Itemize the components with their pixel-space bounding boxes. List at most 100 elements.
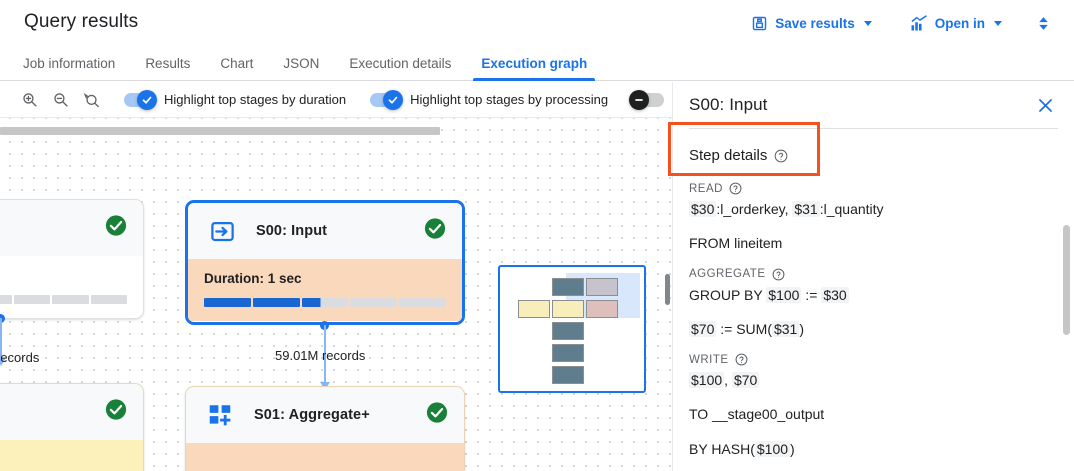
help-circle-icon[interactable]: [729, 182, 742, 195]
switch-track: [629, 89, 665, 110]
detail-label-text: AGGREGATE: [689, 268, 766, 281]
bar-seg: [52, 295, 89, 304]
detail-label-read: READ: [689, 182, 1058, 195]
graph-node-left-top[interactable]: [0, 199, 144, 319]
graph-node-left-bottom[interactable]: [0, 383, 144, 471]
detail-label-write: WRITE: [689, 353, 1058, 366]
zoom-out-icon[interactable]: [47, 87, 73, 113]
node-title: S01: Aggregate+: [254, 407, 370, 423]
switch-track: [370, 89, 404, 110]
tab-execution-graph[interactable]: Execution graph: [466, 57, 602, 81]
step-details-panel: S00: Input Step details: [672, 82, 1074, 471]
detail-line-sum: $70 := SUM($31): [689, 320, 805, 337]
bar-seg: [301, 298, 349, 307]
tab-chart[interactable]: Chart: [220, 56, 254, 71]
node-header: S00: Input: [188, 203, 462, 259]
header-actions: Save results Open in: [741, 0, 1060, 46]
edge-line: [323, 325, 326, 385]
graph-node-s00-input[interactable]: S00: Input Duration: 1 sec: [185, 200, 465, 325]
tab-bar: Job information Results Chart JSON Execu…: [0, 46, 1074, 81]
open-in-button[interactable]: Open in: [900, 8, 1012, 38]
detail-line-read-columns: $30:l_orderkey, $31:l_quantity: [689, 201, 884, 217]
bar-seg: [399, 298, 446, 307]
help-circle-icon[interactable]: [735, 353, 748, 366]
edge-label-left: records: [0, 350, 40, 365]
tab-results[interactable]: Results: [145, 56, 191, 71]
tab-execution-details[interactable]: Execution details: [349, 56, 452, 71]
success-check-icon: [426, 402, 448, 429]
minimap-node: [552, 278, 584, 296]
node-duration: Duration: 1 sec: [204, 271, 302, 286]
panel-divider: [689, 128, 1058, 129]
bar-seg: [252, 298, 300, 307]
switch-track: [124, 89, 157, 110]
minimap-node: [552, 322, 584, 340]
page-title: Query results: [24, 11, 139, 32]
node-duration: [0, 268, 127, 283]
node-duration-bar: [0, 295, 128, 304]
help-circle-icon[interactable]: [772, 268, 785, 281]
minimap-node: [518, 300, 550, 318]
minimap-node: [552, 366, 584, 384]
node-body: [186, 443, 464, 471]
edge-anchor-dot: [0, 314, 5, 323]
detail-line-write-to: TO __stage00_output: [689, 406, 825, 423]
node-header: [0, 384, 143, 440]
bar-seg: [13, 295, 51, 304]
toggle-third-option[interactable]: [629, 89, 672, 110]
bar-seg: [350, 298, 398, 307]
detail-line-read-from: FROM lineitem: [689, 235, 783, 252]
step-details-heading: Step details: [689, 129, 1058, 180]
save-results-button[interactable]: Save results: [741, 9, 882, 38]
edge-label-records: 59.01M records: [275, 348, 366, 363]
toggle-highlight-processing-label: Highlight top stages by processing: [410, 92, 609, 107]
node-header: [0, 200, 143, 256]
zoom-reset-icon[interactable]: [78, 87, 104, 113]
node-title: S00: Input: [256, 223, 328, 239]
save-disk-icon: [751, 15, 768, 32]
bar-seg: [204, 298, 251, 307]
execution-graph-minimap[interactable]: [498, 265, 646, 393]
close-x-icon[interactable]: [1032, 92, 1058, 118]
node-body: [0, 440, 143, 471]
tab-json[interactable]: JSON: [283, 56, 320, 71]
minimap-node: [586, 278, 618, 296]
graph-horizontal-scrollbar[interactable]: [0, 127, 440, 135]
success-check-icon: [424, 218, 446, 245]
node-body: Duration: 1 sec: [188, 259, 462, 321]
bar-seg: [0, 295, 12, 304]
node-header: S01: Aggregate+: [186, 387, 464, 443]
edge-line: [0, 318, 2, 360]
success-check-icon: [105, 215, 127, 242]
node-body: [0, 256, 143, 318]
panel-body: Step details READ: [673, 129, 1074, 459]
toggle-highlight-duration[interactable]: Highlight top stages by duration: [124, 89, 347, 110]
detail-label-aggregate: AGGREGATE: [689, 268, 1058, 281]
detail-line-write-cols: $100, $70: [689, 372, 760, 389]
save-results-label: Save results: [775, 15, 855, 31]
tab-job-information[interactable]: Job information: [23, 56, 116, 71]
zoom-in-icon[interactable]: [16, 87, 42, 113]
graph-toolbar: Highlight top stages by duration Highlig…: [0, 82, 672, 118]
switch-knob-checked: [137, 89, 157, 110]
graph-vertical-scrollbar[interactable]: [665, 274, 670, 305]
execution-graph-canvas[interactable]: records: [0, 118, 672, 471]
node-duration: [0, 452, 127, 467]
expand-collapse-chevrons-icon[interactable]: [1026, 6, 1060, 40]
page-header: Query results Save results: [0, 0, 1074, 46]
zoom-controls: [0, 87, 104, 113]
panel-title: S00: Input: [689, 95, 768, 114]
chevron-down-icon: [994, 20, 1002, 26]
minimap-node: [552, 344, 584, 362]
toggle-highlight-duration-label: Highlight top stages by duration: [164, 92, 347, 107]
panel-vertical-scrollbar[interactable]: [1063, 225, 1070, 335]
toggle-highlight-processing[interactable]: Highlight top stages by processing: [370, 89, 609, 110]
help-circle-icon[interactable]: [774, 149, 788, 163]
detail-line-group-by: GROUP BY $100 := $30: [689, 286, 849, 303]
node-duration-bar: [204, 298, 446, 307]
switch-knob-checked: [383, 89, 404, 110]
switch-knob-unchecked: [629, 89, 650, 110]
graph-node-s01-aggregate[interactable]: S01: Aggregate+: [185, 386, 465, 471]
open-in-label: Open in: [934, 15, 985, 31]
